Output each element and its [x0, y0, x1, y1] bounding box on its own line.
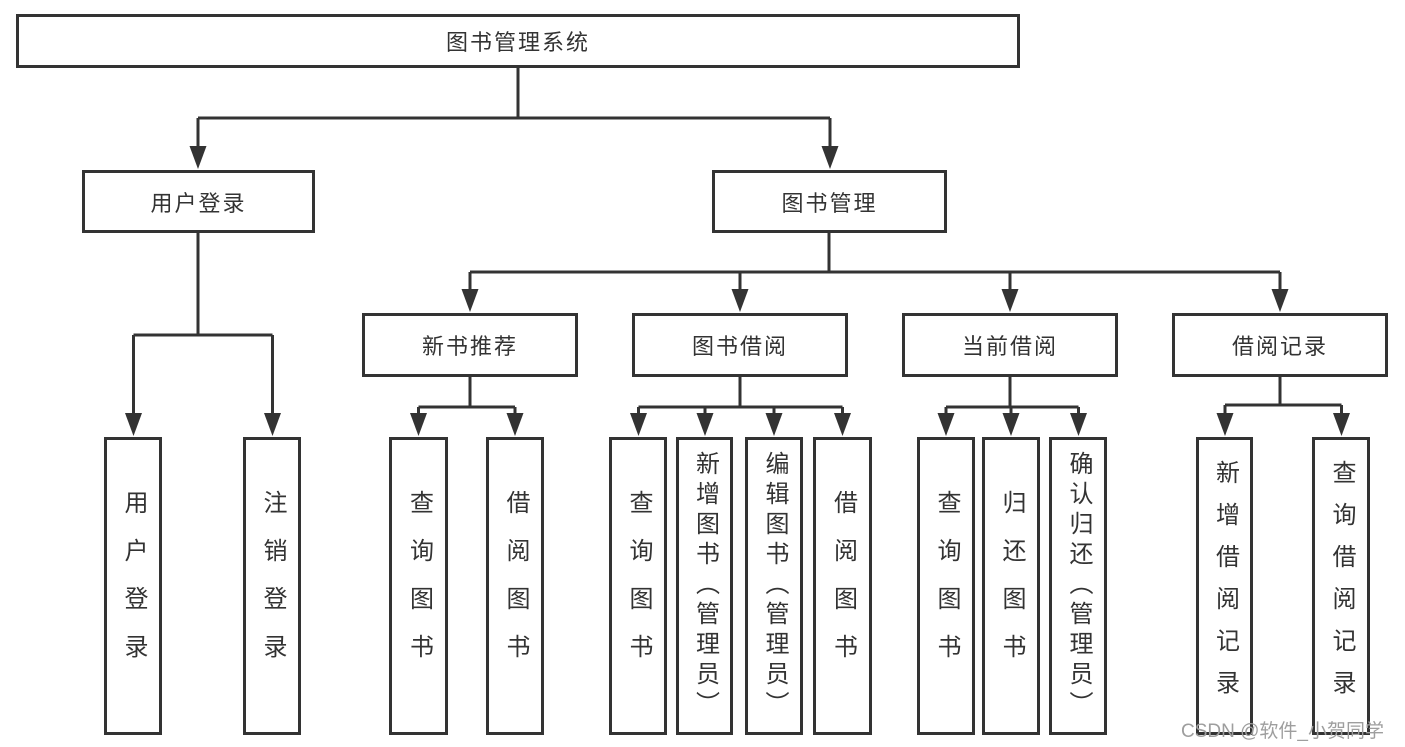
leaf-add-books-admin: 新增图书（管理员）	[676, 437, 733, 735]
arrow-down-icon	[1070, 413, 1087, 436]
leaf-edit-books-admin: 编辑图书（管理员）	[745, 437, 803, 735]
leaf-borrow-books: 借阅图书	[813, 437, 872, 735]
node-borrowing-records: 借阅记录	[1172, 313, 1388, 377]
arrow-down-icon	[834, 413, 851, 436]
arrow-down-icon	[731, 289, 749, 312]
watermark: CSDN @软件_小贺同学	[1181, 721, 1384, 742]
arrow-down-icon	[461, 289, 479, 312]
node-current-borrowing: 当前借阅	[902, 313, 1118, 377]
node-new-book-recommendation: 新书推荐	[362, 313, 578, 377]
leaf-add-borrow-record: 新增借阅记录	[1196, 437, 1253, 735]
leaf-borrow-books: 借阅图书	[486, 437, 544, 735]
arrow-down-icon	[630, 413, 647, 436]
leaf-search-borrow-record: 查询借阅记录	[1312, 437, 1370, 735]
node-book-borrowing: 图书借阅	[632, 313, 848, 377]
leaf-search-books: 查询图书	[917, 437, 975, 735]
arrow-down-icon	[1001, 289, 1019, 312]
arrow-down-icon	[189, 146, 207, 169]
arrow-down-icon	[1271, 289, 1289, 312]
leaf-search-books: 查询图书	[389, 437, 448, 735]
node-book-management: 图书管理	[712, 170, 947, 233]
leaf-confirm-return-admin: 确认归还（管理员）	[1049, 437, 1107, 735]
arrow-down-icon	[937, 413, 955, 436]
leaf-return-books: 归还图书	[982, 437, 1040, 735]
leaf-user-login: 用户登录	[104, 437, 162, 735]
leaf-search-books: 查询图书	[609, 437, 667, 735]
arrow-down-icon	[1216, 413, 1234, 436]
node-library-management-system: 图书管理系统	[16, 14, 1020, 68]
arrow-down-icon	[410, 413, 427, 436]
leaf-logout: 注销登录	[243, 437, 301, 735]
arrow-down-icon	[696, 413, 714, 436]
arrow-down-icon	[506, 413, 524, 436]
arrow-down-icon	[765, 413, 783, 436]
arrow-down-icon	[1333, 413, 1350, 436]
arrow-down-icon	[821, 146, 839, 169]
node-user-login: 用户登录	[82, 170, 315, 233]
arrow-down-icon	[125, 413, 142, 436]
arrow-down-icon	[264, 413, 281, 436]
arrow-down-icon	[1002, 413, 1020, 436]
